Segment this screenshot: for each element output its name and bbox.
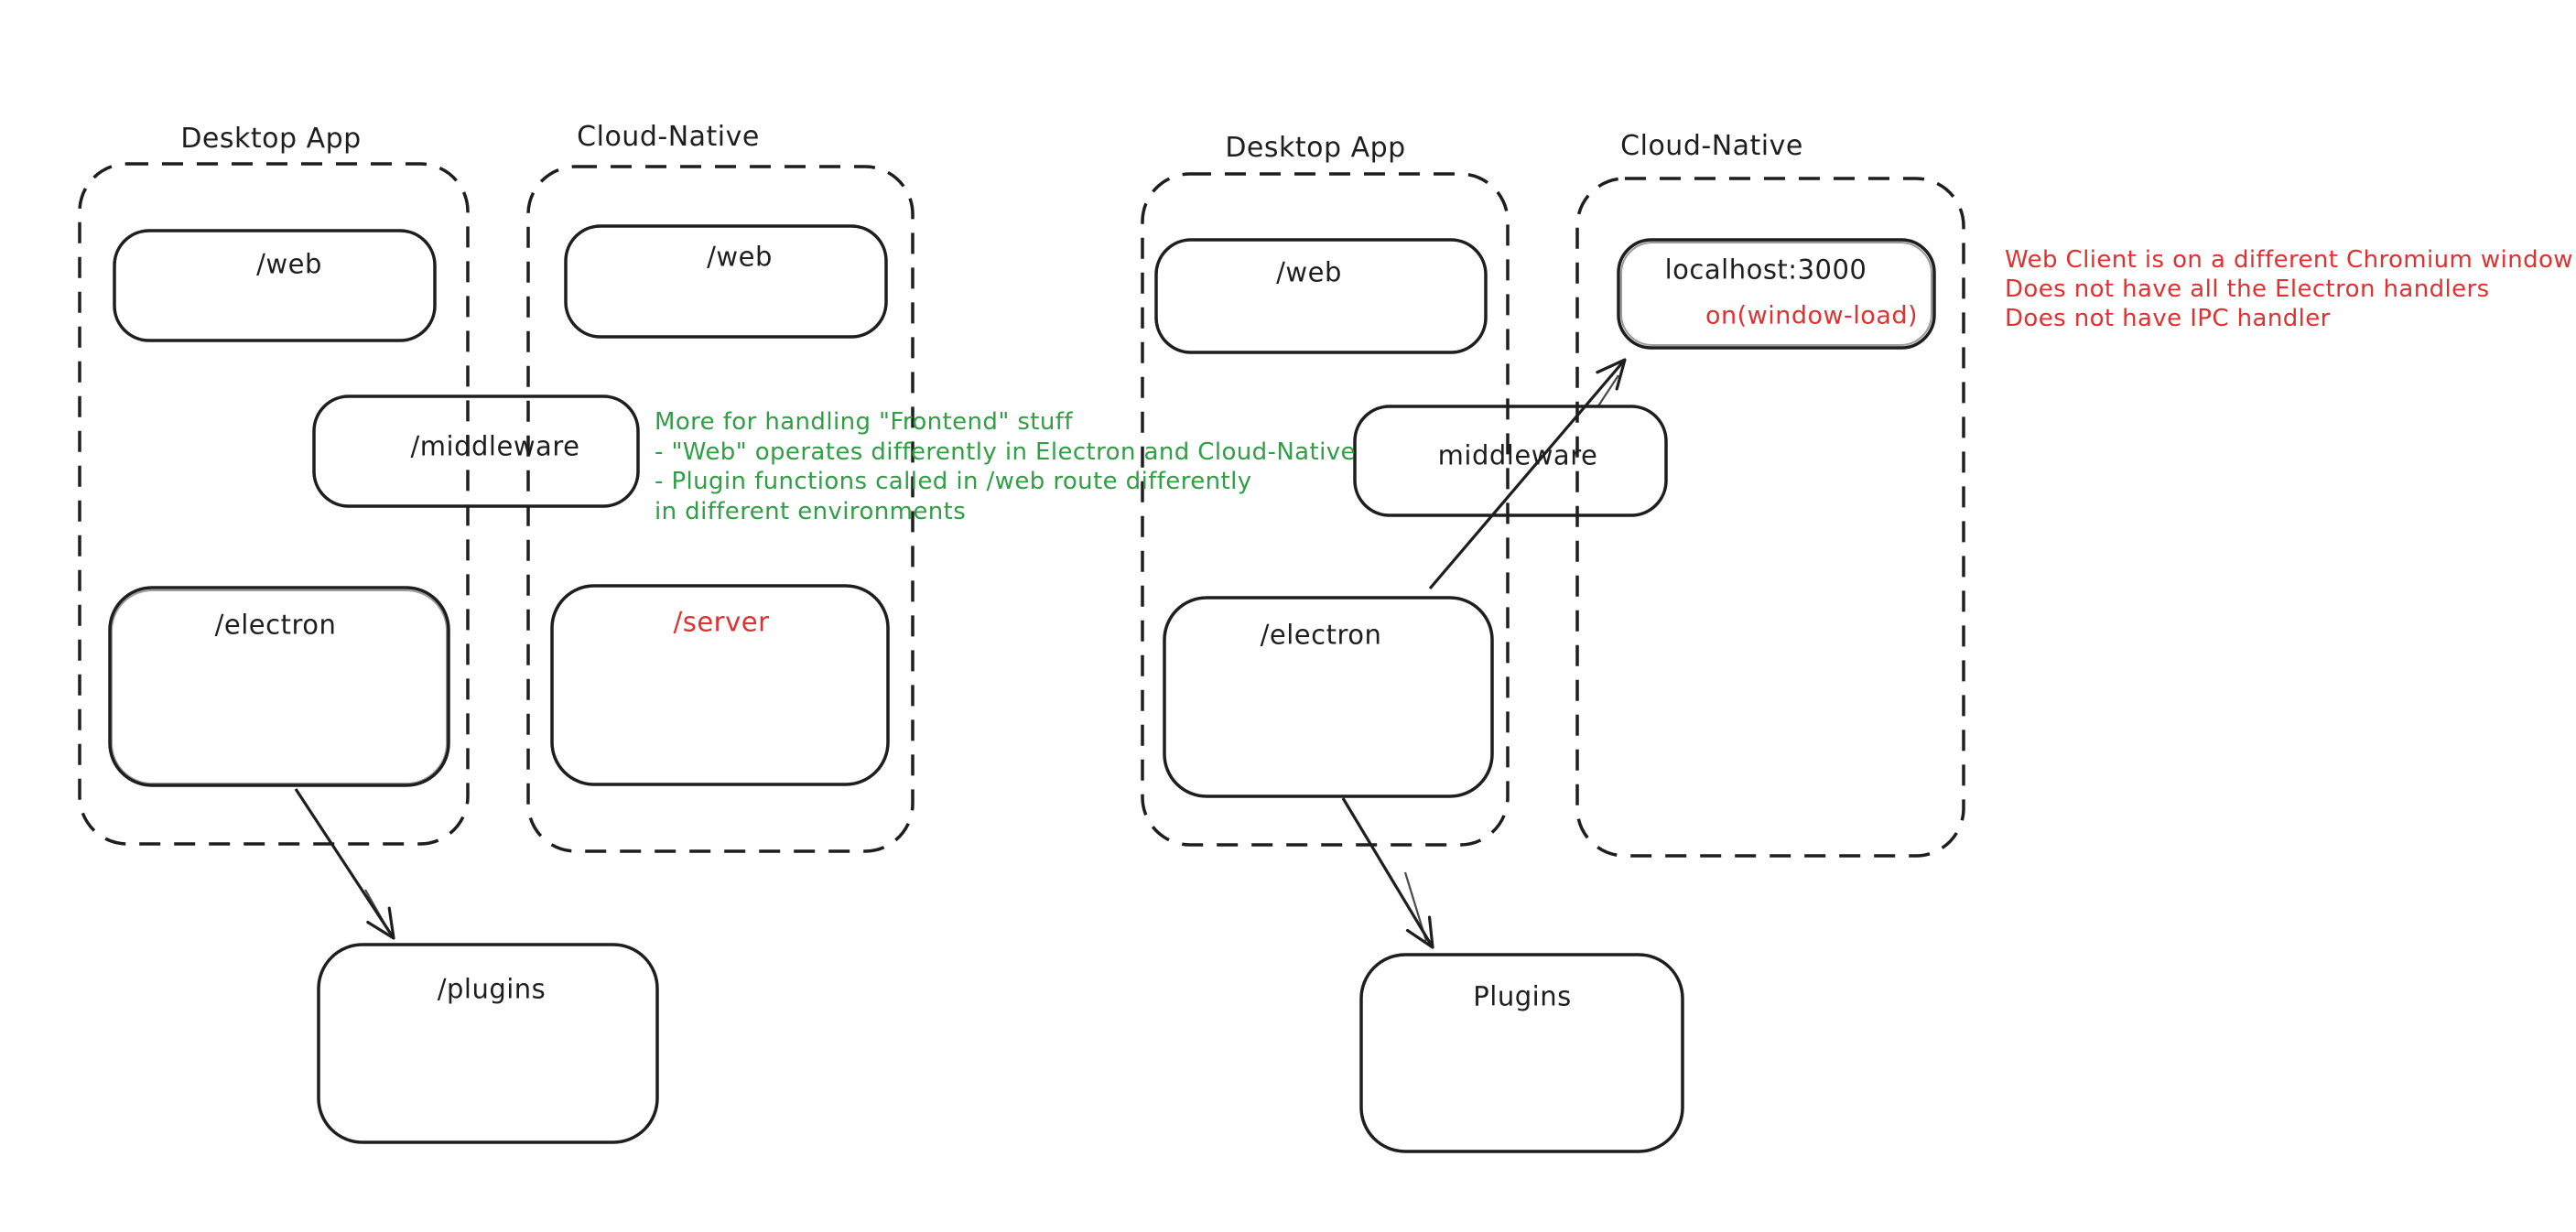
red-note-line-1: Web Client is on a different Chromium wi… xyxy=(2005,246,2573,274)
right-cloud-native-label: Cloud-Native xyxy=(1620,130,1803,162)
right-localhost-box-sketch xyxy=(1620,242,1932,346)
right-localhost-box xyxy=(1617,238,1936,350)
right-localhost-label: localhost:3000 xyxy=(1664,254,1867,286)
left-cloud-native-label: Cloud-Native xyxy=(577,121,760,153)
green-note: More for handling "Frontend" stuff - "We… xyxy=(655,407,1356,526)
green-note-line-4: in different environments xyxy=(655,497,967,525)
left-server-label: /server xyxy=(673,606,770,638)
left-cloud-native-container xyxy=(526,165,915,853)
left-plugins-box xyxy=(317,943,659,1144)
arrow-electron-to-plugins-right xyxy=(1341,797,1434,949)
right-electron-box xyxy=(1163,596,1494,798)
green-note-line-2: - "Web" operates differently in Electron… xyxy=(655,438,1356,466)
left-middleware-label: /middleware xyxy=(410,430,580,462)
left-server-box xyxy=(550,584,890,786)
left-desktop-app-label: Desktop App xyxy=(180,123,362,155)
arrow-electron-to-plugins-left-sketch xyxy=(364,889,389,931)
red-note: Web Client is on a different Chromium wi… xyxy=(2005,245,2573,333)
arrow-electron-to-plugins-right-sketch xyxy=(1403,871,1428,942)
right-middleware-label: middleware xyxy=(1437,439,1598,471)
red-note-line-3: Does not have IPC handler xyxy=(2005,305,2331,332)
right-plugins-label: Plugins xyxy=(1473,980,1572,1012)
left-desktop-app-container xyxy=(78,162,470,846)
right-window-load-label: on(window-load) xyxy=(1705,301,1919,330)
left-web-cloud-label: /web xyxy=(707,241,773,273)
left-middleware-box xyxy=(312,394,640,508)
left-web-cloud-box xyxy=(564,224,888,339)
right-web-box xyxy=(1154,238,1488,354)
right-middleware-box xyxy=(1353,405,1668,517)
arrow-electron-to-plugins-left xyxy=(294,788,395,940)
arrow-electron-to-localhost-sketch xyxy=(1596,374,1619,408)
right-web-label: /web xyxy=(1276,256,1342,288)
green-note-line-1: More for handling "Frontend" stuff xyxy=(655,408,1073,436)
left-electron-label: /electron xyxy=(214,609,337,641)
right-plugins-box xyxy=(1359,953,1684,1153)
left-web-desktop-label: /web xyxy=(256,248,322,280)
left-electron-box xyxy=(108,586,450,787)
right-cloud-native-container xyxy=(1575,177,1965,858)
arrow-electron-to-localhost xyxy=(1428,358,1627,590)
red-note-line-2: Does not have all the Electron handlers xyxy=(2005,276,2490,303)
left-plugins-label: /plugins xyxy=(437,973,547,1005)
left-electron-box-sketch xyxy=(111,589,448,784)
right-desktop-app-container xyxy=(1141,172,1510,847)
green-note-line-3: - Plugin functions called in /web route … xyxy=(655,468,1252,495)
left-web-desktop-box xyxy=(113,229,437,342)
right-electron-label: /electron xyxy=(1260,619,1382,651)
right-desktop-app-label: Desktop App xyxy=(1225,132,1406,164)
